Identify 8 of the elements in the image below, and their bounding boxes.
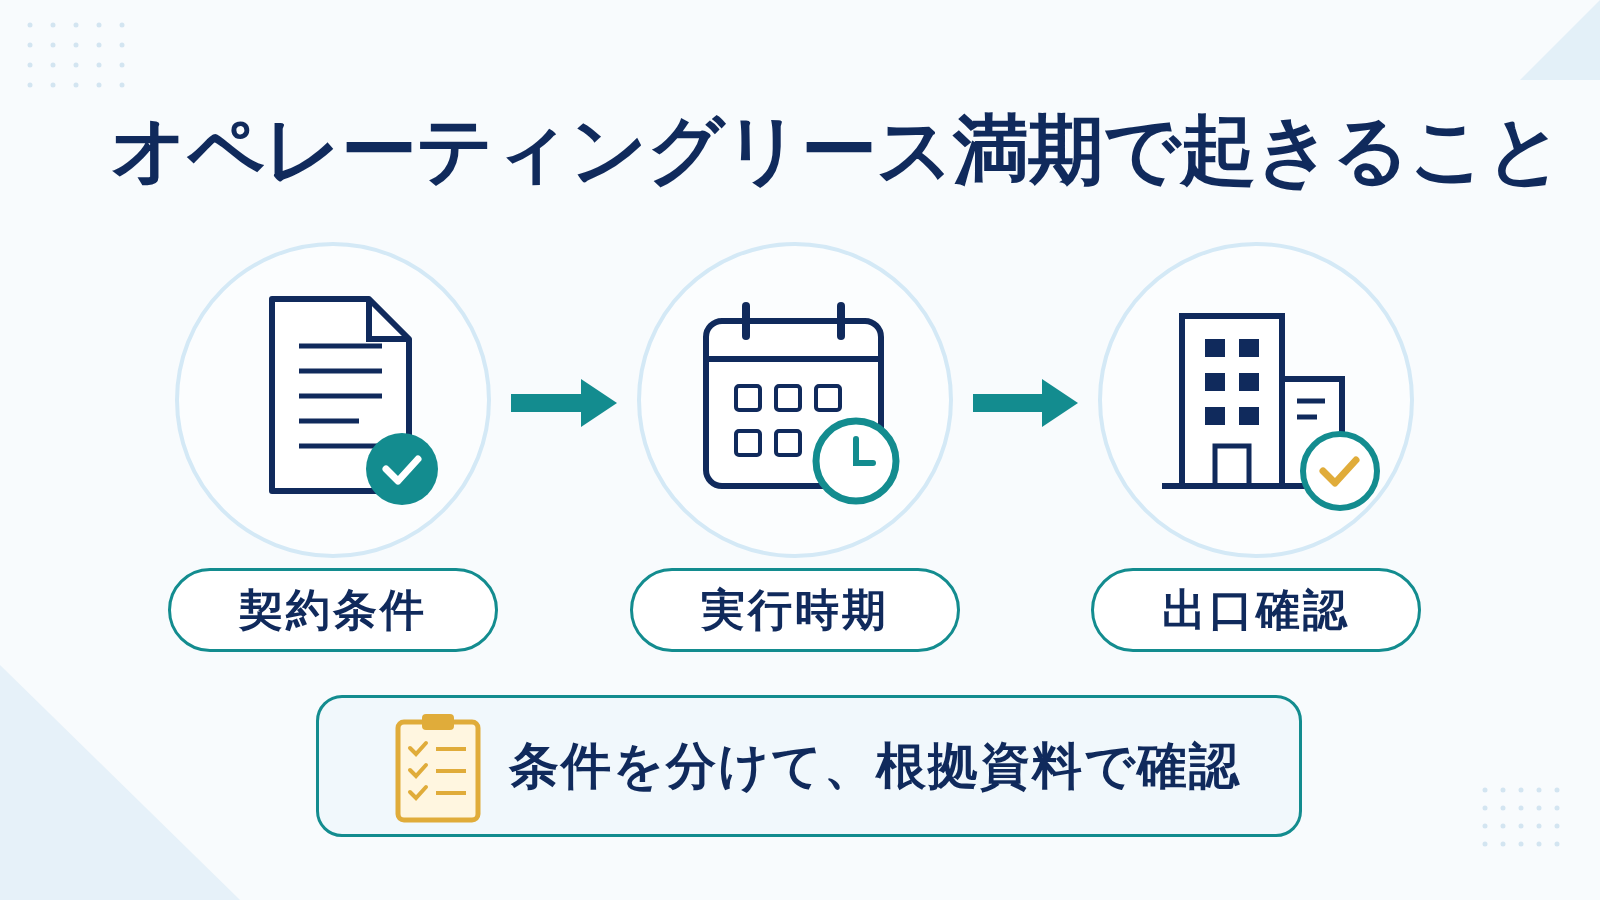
label-pill: 出口確認	[1091, 568, 1421, 652]
summary-text: 条件を分けて、根拠資料で確認	[509, 735, 1241, 797]
summary-box	[316, 695, 1302, 837]
label-pill: 実行時期	[630, 568, 960, 652]
title: オペレーティングリース満期で起きること	[110, 104, 1550, 196]
arrow	[511, 379, 617, 427]
arrow	[973, 379, 1078, 427]
label-pill: 契約条件	[168, 568, 498, 652]
